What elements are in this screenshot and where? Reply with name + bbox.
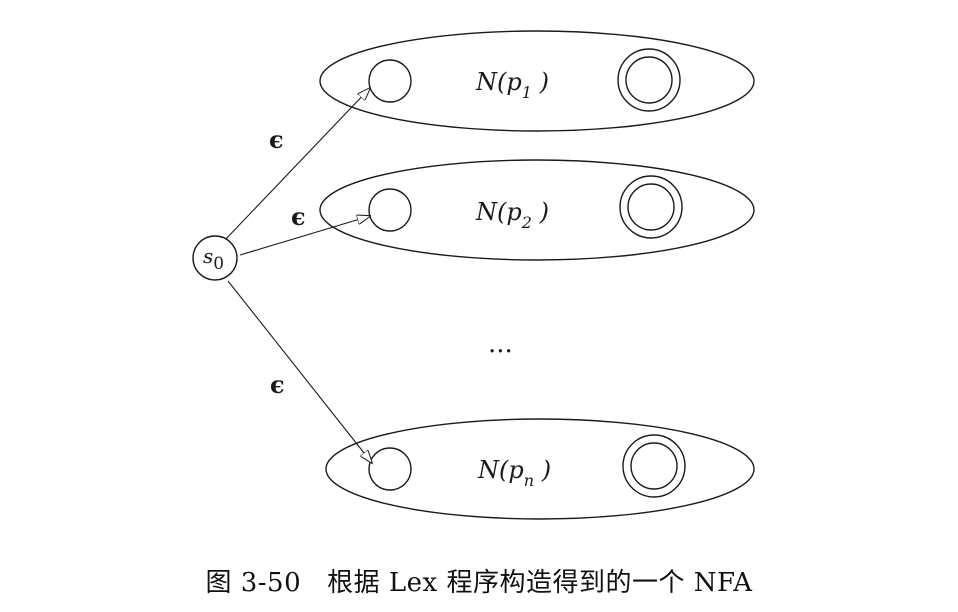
ellipsis-dots: ... (488, 329, 513, 359)
start-state-circle (368, 59, 412, 103)
nfa-diagram: N(p1 ) N(p2 ) ... N(pn ) ϵ ϵ ϵ s0 (192, 30, 755, 520)
start-state-s0: s0 (192, 235, 238, 281)
machine-n-p1: N(p1 ) (319, 30, 755, 132)
epsilon-label-n: ϵ (270, 370, 285, 399)
machine-boundary (325, 418, 755, 520)
machine-label: N(p1 ) (475, 68, 549, 102)
epsilon-label-2: ϵ (291, 202, 306, 231)
figure-caption: 图 3-50 根据 Lex 程序构造得到的一个 NFA (0, 562, 958, 599)
machine-boundary (319, 30, 755, 132)
machine-label: N(pn ) (477, 456, 551, 490)
epsilon-edge-n (227, 280, 372, 463)
machine-n-p2: N(p2 ) (319, 159, 755, 261)
figure-number: 图 3-50 (205, 568, 302, 598)
accepting-state-inner (625, 56, 673, 104)
accepting-state-inner (630, 442, 678, 490)
accepting-state-inner (627, 183, 675, 231)
machine-boundary (319, 159, 755, 261)
machine-n-pn: N(pn ) (325, 418, 755, 520)
start-state-circle (368, 188, 412, 232)
epsilon-edge-1 (223, 88, 370, 242)
machine-label: N(p2 ) (475, 198, 549, 232)
epsilon-label-1: ϵ (269, 125, 284, 154)
start-state-circle (368, 447, 412, 491)
s0-label: s0 (203, 244, 224, 274)
figure-caption-text: 根据 Lex 程序构造得到的一个 NFA (327, 568, 753, 598)
s0-circle (192, 235, 238, 281)
epsilon-edge-2 (239, 216, 370, 256)
